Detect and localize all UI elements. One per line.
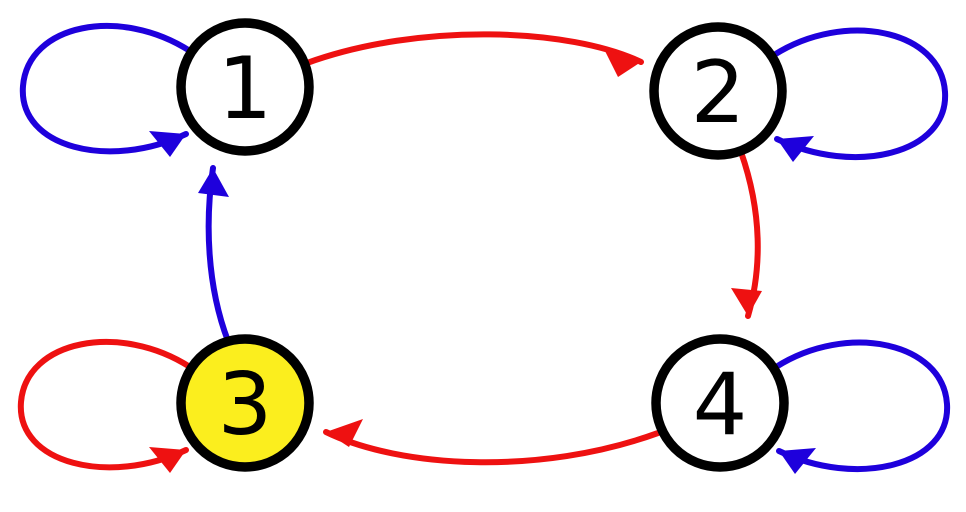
edge-line: [323, 429, 661, 466]
node-circle[interactable]: [176, 18, 314, 156]
node-circle-highlighted[interactable]: [176, 334, 314, 472]
node-circle[interactable]: [651, 334, 789, 472]
self-loop-1[interactable]: [19, 22, 193, 157]
node-label: 1: [218, 39, 273, 139]
node-2[interactable]: 2: [649, 22, 787, 160]
arrowhead-icon: [604, 49, 641, 77]
nodes-layer: 1 2 3 4: [176, 18, 789, 472]
arrowhead-icon: [777, 136, 814, 162]
arrowhead-icon: [149, 131, 186, 157]
edge-1-to-2[interactable]: [304, 31, 644, 77]
node-circle[interactable]: [649, 22, 787, 160]
node-1[interactable]: 1: [176, 18, 314, 156]
self-loop-4[interactable]: [773, 339, 951, 474]
node-3[interactable]: 3: [176, 334, 314, 472]
arrowhead-icon: [779, 448, 816, 474]
edge-4-to-3[interactable]: [323, 419, 661, 466]
self-loop-3[interactable]: [17, 338, 193, 473]
node-label: 3: [218, 355, 273, 455]
node-4[interactable]: 4: [651, 334, 789, 472]
arrowhead-icon: [326, 419, 363, 447]
arrowhead-icon: [731, 288, 762, 316]
self-loop-2[interactable]: [771, 27, 949, 162]
edge-line: [17, 338, 193, 471]
edges-layer: [17, 22, 951, 474]
node-label: 2: [691, 43, 746, 143]
edge-3-to-1[interactable]: [198, 165, 231, 344]
arrowhead-icon: [149, 447, 186, 473]
edge-line: [771, 27, 949, 160]
edge-line: [304, 31, 644, 66]
node-label: 4: [693, 355, 748, 455]
arrowhead-icon: [198, 168, 229, 197]
edge-line: [773, 339, 951, 472]
edge-line: [19, 22, 193, 155]
edge-2-to-4[interactable]: [731, 149, 762, 319]
